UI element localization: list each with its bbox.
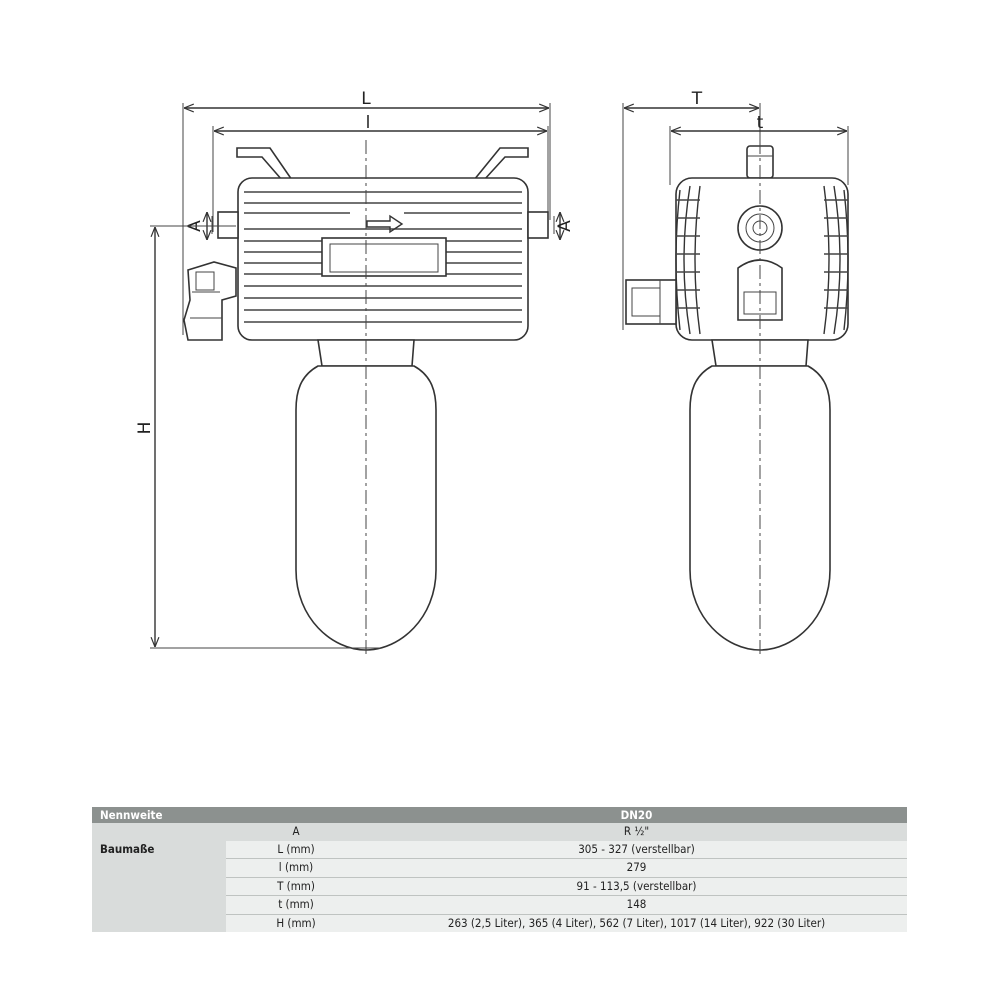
side-connector [625, 279, 677, 325]
front-view: L l [135, 89, 575, 655]
header-nennweite: Nennweite [92, 807, 226, 823]
table-header-row: Nennweite DN20 [92, 807, 907, 823]
technical-drawing: L l [135, 89, 849, 655]
outlet-connector [527, 211, 549, 239]
table-row: T (mm) 91 - 113,5 (verstellbar) [92, 876, 907, 896]
header-dn20: DN20 [366, 807, 907, 823]
flow-direction-arrow [366, 214, 404, 234]
row-param: l (mm) [226, 858, 366, 877]
dim-L-label: L [361, 89, 371, 109]
dim-A-right-label: A [555, 220, 575, 232]
row-value: 279 [366, 858, 907, 877]
right-bracket [472, 147, 529, 181]
table-row: H (mm) 263 (2,5 Liter), 365 (4 Liter), 5… [92, 913, 907, 932]
side-view: T t [622, 89, 849, 655]
inlet-connector [217, 211, 239, 239]
side-valve [183, 261, 237, 341]
dim-l-label: l [366, 113, 371, 133]
table-row: A R ½" [92, 823, 907, 841]
group-label-baumasse: Baumaße [92, 840, 226, 859]
table-row: Baumaße L (mm) 305 - 327 (verstellbar) [92, 840, 907, 859]
housing-ribs [244, 191, 522, 323]
table-row: t (mm) 148 [92, 895, 907, 914]
table-row: l (mm) 279 [92, 858, 907, 877]
dim-T-label: T [691, 89, 703, 109]
dim-t-label: t [757, 113, 764, 133]
row-value: 91 - 113,5 (verstellbar) [366, 876, 907, 896]
row-param: t (mm) [226, 895, 366, 914]
row-value: 305 - 327 (verstellbar) [366, 840, 907, 859]
row-param: A [226, 823, 366, 841]
row-param: H (mm) [226, 913, 366, 932]
row-value: 148 [366, 895, 907, 914]
row-value: 263 (2,5 Liter), 365 (4 Liter), 562 (7 L… [366, 913, 907, 932]
row-param: T (mm) [226, 876, 366, 896]
row-value: R ½" [366, 823, 907, 841]
left-bracket [236, 147, 294, 181]
specification-table: Nennweite DN20 A R ½" Baumaße L (mm) 305… [92, 807, 907, 932]
row-param: L (mm) [226, 840, 366, 859]
dim-H-label: H [135, 422, 155, 435]
